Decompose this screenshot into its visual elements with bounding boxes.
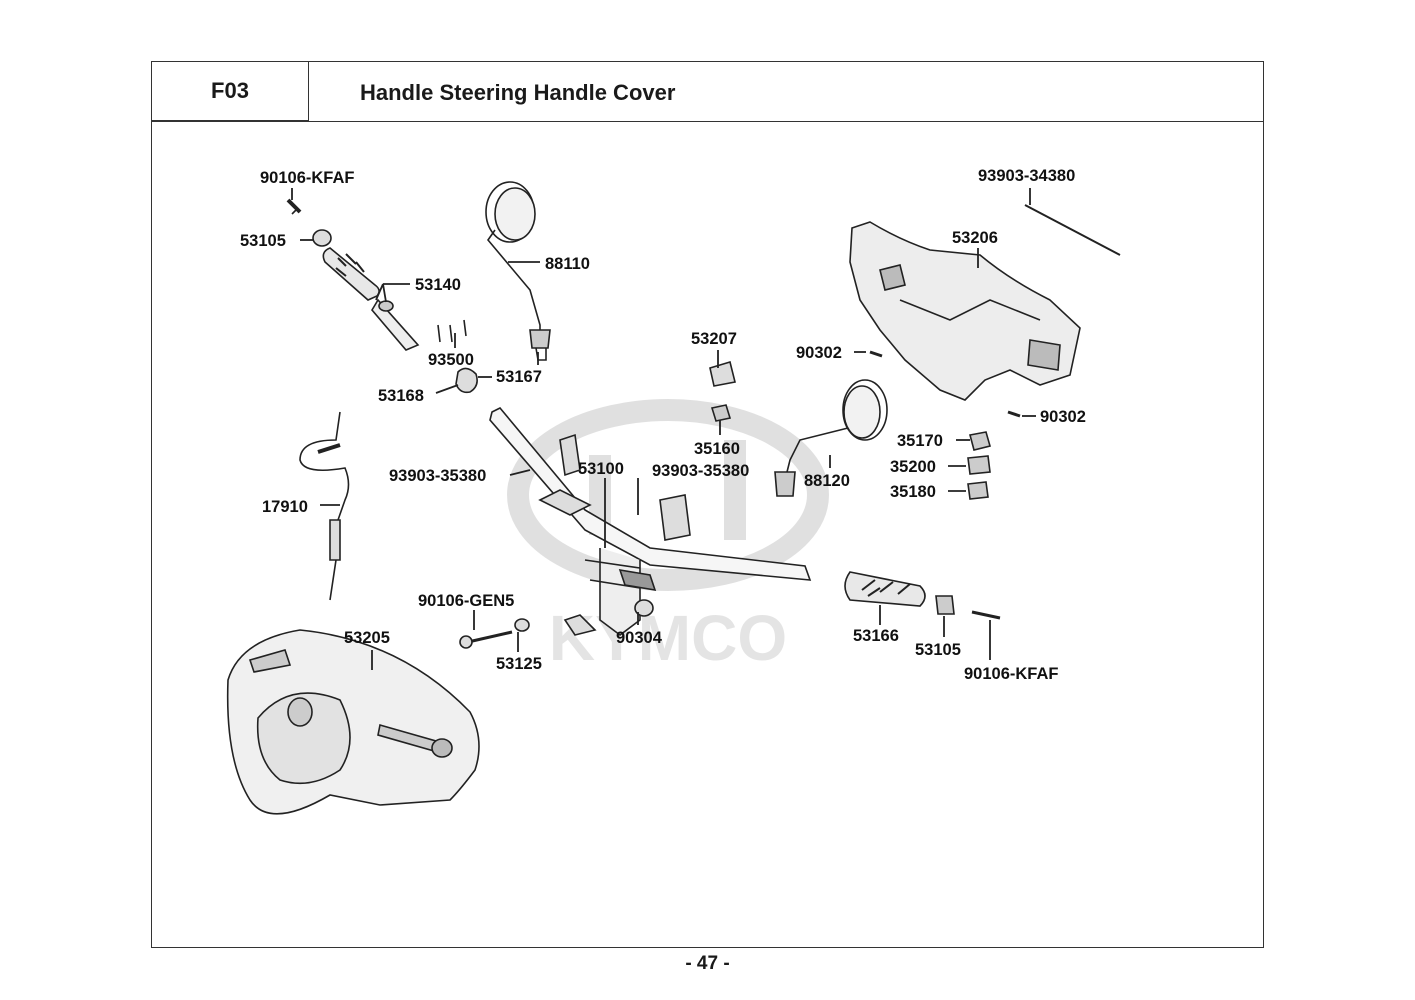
watermark-text: KYMCO (549, 602, 787, 674)
label-53166: 53166 (853, 627, 899, 645)
label-53168: 53168 (378, 387, 424, 405)
label-93500: 93500 (428, 351, 474, 369)
label-93903-35380-right: 93903-35380 (652, 462, 749, 480)
page-number: - 47 - (685, 953, 730, 974)
label-90106-kfaf-left: 90106-KFAF (260, 169, 354, 187)
label-53140: 53140 (415, 276, 461, 294)
label-90302-top: 90302 (796, 344, 842, 362)
label-90304: 90304 (616, 629, 663, 647)
page-title-box: Handle Steering Handle Cover (308, 61, 1264, 122)
label-90106-gen5: 90106-GEN5 (418, 592, 514, 610)
switch-assembly-icon (709, 350, 1021, 500)
label-90106-kfaf-right: 90106-KFAF (964, 665, 1058, 683)
diagram-frame (151, 121, 1264, 948)
kymco-watermark: KYMCO (507, 399, 829, 674)
label-53105-left: 53105 (240, 232, 286, 250)
rear-handle-cover-icon (849, 204, 1121, 401)
page-title: Handle Steering Handle Cover (360, 80, 676, 105)
label-53100: 53100 (578, 460, 624, 478)
label-53207: 53207 (691, 330, 737, 348)
label-53205: 53205 (344, 629, 390, 647)
part-labels: 90106-KFAF 53105 53140 93500 53168 53167… (240, 167, 1086, 683)
left-grip-assembly-icon (286, 198, 478, 394)
label-17910: 17910 (262, 498, 308, 516)
bolt-and-collar-icon (459, 618, 530, 649)
throttle-cable-icon (299, 411, 350, 601)
label-93903-34380: 93903-34380 (978, 167, 1075, 185)
label-35180: 35180 (890, 483, 936, 501)
section-code: F03 (151, 61, 309, 121)
label-53125: 53125 (496, 655, 542, 673)
label-53105-right: 53105 (915, 641, 961, 659)
label-53167: 53167 (496, 368, 542, 386)
left-mirror-icon (485, 181, 551, 361)
label-35200: 35200 (890, 458, 936, 476)
label-53206: 53206 (952, 229, 998, 247)
front-handle-cover-icon (226, 629, 480, 815)
label-93903-35380-left: 93903-35380 (389, 467, 486, 485)
label-88110: 88110 (545, 255, 590, 273)
label-35160: 35160 (694, 440, 740, 458)
right-grip-icon (844, 571, 1001, 620)
label-35170: 35170 (897, 432, 943, 450)
leader-lines (291, 188, 1036, 670)
label-90302-bottom: 90302 (1040, 408, 1086, 426)
handlebar-icon (489, 407, 812, 636)
label-88120: 88120 (804, 472, 850, 490)
right-mirror-icon (774, 379, 888, 497)
